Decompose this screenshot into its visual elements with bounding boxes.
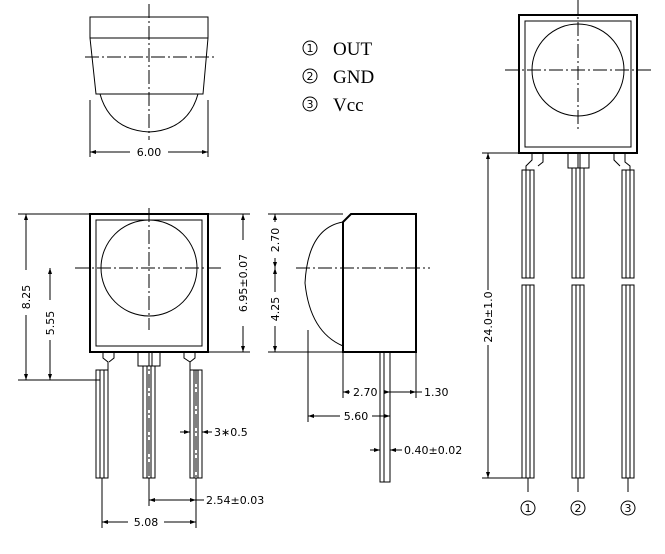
legend-num-2: 2 <box>307 70 314 83</box>
full-view-leads <box>521 167 635 479</box>
front-view: 8.25 5.55 6.95±0.07 3∗0.5 2.54±0.03 <box>18 208 264 529</box>
dim-pin-width: 3∗0.5 <box>214 426 248 439</box>
top-view: 6.00 <box>85 4 214 159</box>
side-view: 2.70 4.25 2.70 1.30 5.60 0.40±0.02 <box>268 213 462 483</box>
full-view: 24.0±1.0 1 2 3 <box>482 0 652 516</box>
legend-num-1: 1 <box>307 42 314 55</box>
svg-text:1: 1 <box>525 502 532 515</box>
svg-text:3: 3 <box>625 502 632 515</box>
dim-lead-length: 24.0±1.0 <box>482 291 495 342</box>
dim-top-width: 6.00 <box>137 146 162 159</box>
legend-label-out: OUT <box>333 39 372 60</box>
dim-side-top: 2.70 <box>269 228 282 253</box>
svg-text:2: 2 <box>575 502 582 515</box>
legend-item-vcc: 3 Vcc <box>302 95 364 116</box>
side-view-dome <box>304 221 344 347</box>
dim-pin-span: 5.08 <box>134 516 159 529</box>
legend-item-gnd: 2 GND <box>302 67 374 88</box>
legend-label-vcc: Vcc <box>333 95 364 116</box>
front-view-pins <box>95 352 203 479</box>
pin-label-1: 1 <box>520 500 536 516</box>
legend-label-gnd: GND <box>333 67 374 88</box>
dim-lead-thickness: 0.40±0.02 <box>404 444 462 457</box>
dim-front-total-height: 8.25 <box>20 285 33 310</box>
legend-item-out: 1 OUT <box>302 39 372 60</box>
legend-num-3: 3 <box>307 98 314 111</box>
dim-front-center-height: 5.55 <box>44 311 57 336</box>
dim-side-depth-total: 5.60 <box>344 410 369 423</box>
dim-front-body-height: 6.95±0.07 <box>237 254 250 312</box>
dim-side-bottom: 4.25 <box>269 297 282 322</box>
dim-side-depth-b: 1.30 <box>424 386 449 399</box>
dim-side-depth-a: 2.70 <box>353 386 378 399</box>
pin-legend: 1 OUT 2 GND 3 Vcc <box>302 39 374 116</box>
side-view-body <box>342 213 417 353</box>
pin-label-2: 2 <box>570 500 586 516</box>
dim-pin-pitch: 2.54±0.03 <box>206 494 264 507</box>
pin-label-3: 3 <box>620 500 636 516</box>
